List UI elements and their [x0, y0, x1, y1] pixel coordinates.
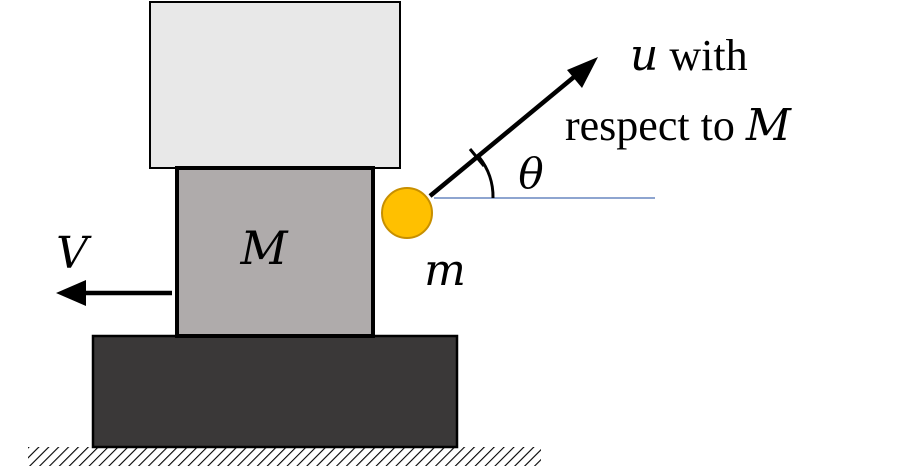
diagonal-arrow-icon: [567, 57, 598, 88]
respect-label: respect to M: [565, 100, 792, 151]
top-block: [149, 1, 401, 169]
mass-big-label: M: [239, 221, 289, 275]
velocity-label: V: [56, 228, 92, 279]
u-label: u with: [630, 30, 748, 81]
angle-label: θ: [518, 149, 543, 198]
base-block: [91, 334, 459, 449]
u-arrow-shaft: [428, 70, 582, 198]
u-with-text: with: [658, 31, 747, 80]
angle-arc: [477, 156, 495, 199]
left-arrow-icon: [56, 280, 86, 306]
mass-small-label: m: [424, 245, 466, 296]
ground-hatching: [28, 447, 541, 466]
respect-m-symbol: M: [745, 100, 792, 151]
middle-block: [175, 166, 375, 338]
respect-to-text: respect to: [565, 101, 746, 150]
ball: [381, 187, 433, 239]
u-symbol: u: [630, 30, 658, 81]
angle-tick: [468, 148, 486, 167]
